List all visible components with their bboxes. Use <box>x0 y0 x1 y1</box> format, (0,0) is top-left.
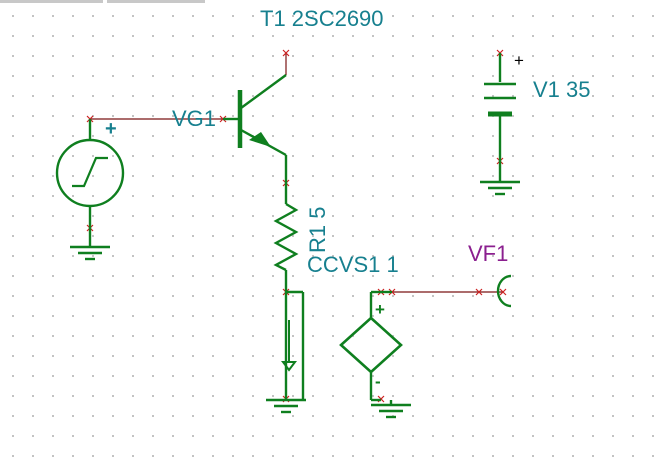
generator-label[interactable]: VG1 <box>172 106 217 131</box>
transistor-t1[interactable] <box>223 74 288 183</box>
ccvs-minus-mark: - <box>375 372 381 391</box>
node-markers <box>86 49 507 403</box>
polarity-marks: + + + - <box>105 51 524 391</box>
step-waveform-icon <box>72 156 108 188</box>
ground-r1 <box>266 398 306 414</box>
ground-v1 <box>480 180 520 196</box>
ccvs-ccvs1[interactable] <box>339 290 403 402</box>
v1-plus-mark: + <box>514 51 524 70</box>
resistor-r1[interactable] <box>273 183 299 292</box>
current-sense-branch[interactable] <box>281 290 305 400</box>
diamond-source-icon <box>339 316 403 374</box>
ground-ccvs1 <box>371 400 411 419</box>
resistor-label[interactable]: R1 5 <box>305 206 330 253</box>
toolbar-fragment-right <box>107 0 205 3</box>
toolbar-fragment-left <box>0 0 103 3</box>
dc-source-label[interactable]: V1 35 <box>533 77 591 102</box>
transistor-label[interactable]: T1 2SC2690 <box>260 6 384 31</box>
dc-source-v1[interactable] <box>484 53 516 181</box>
ground-vg1 <box>70 245 110 261</box>
ccvs-label[interactable]: CCVS1 1 <box>307 252 399 277</box>
voltmeter-label[interactable]: VF1 <box>468 241 509 266</box>
ccvs-plus-mark: + <box>375 300 385 319</box>
vg1-plus-mark: + <box>105 118 117 140</box>
voltage-generator-vg1[interactable] <box>55 119 125 247</box>
current-probe-arrow-icon <box>281 361 297 372</box>
voltmeter-vf1[interactable] <box>496 274 512 308</box>
emitter-arrow-icon <box>249 132 271 147</box>
